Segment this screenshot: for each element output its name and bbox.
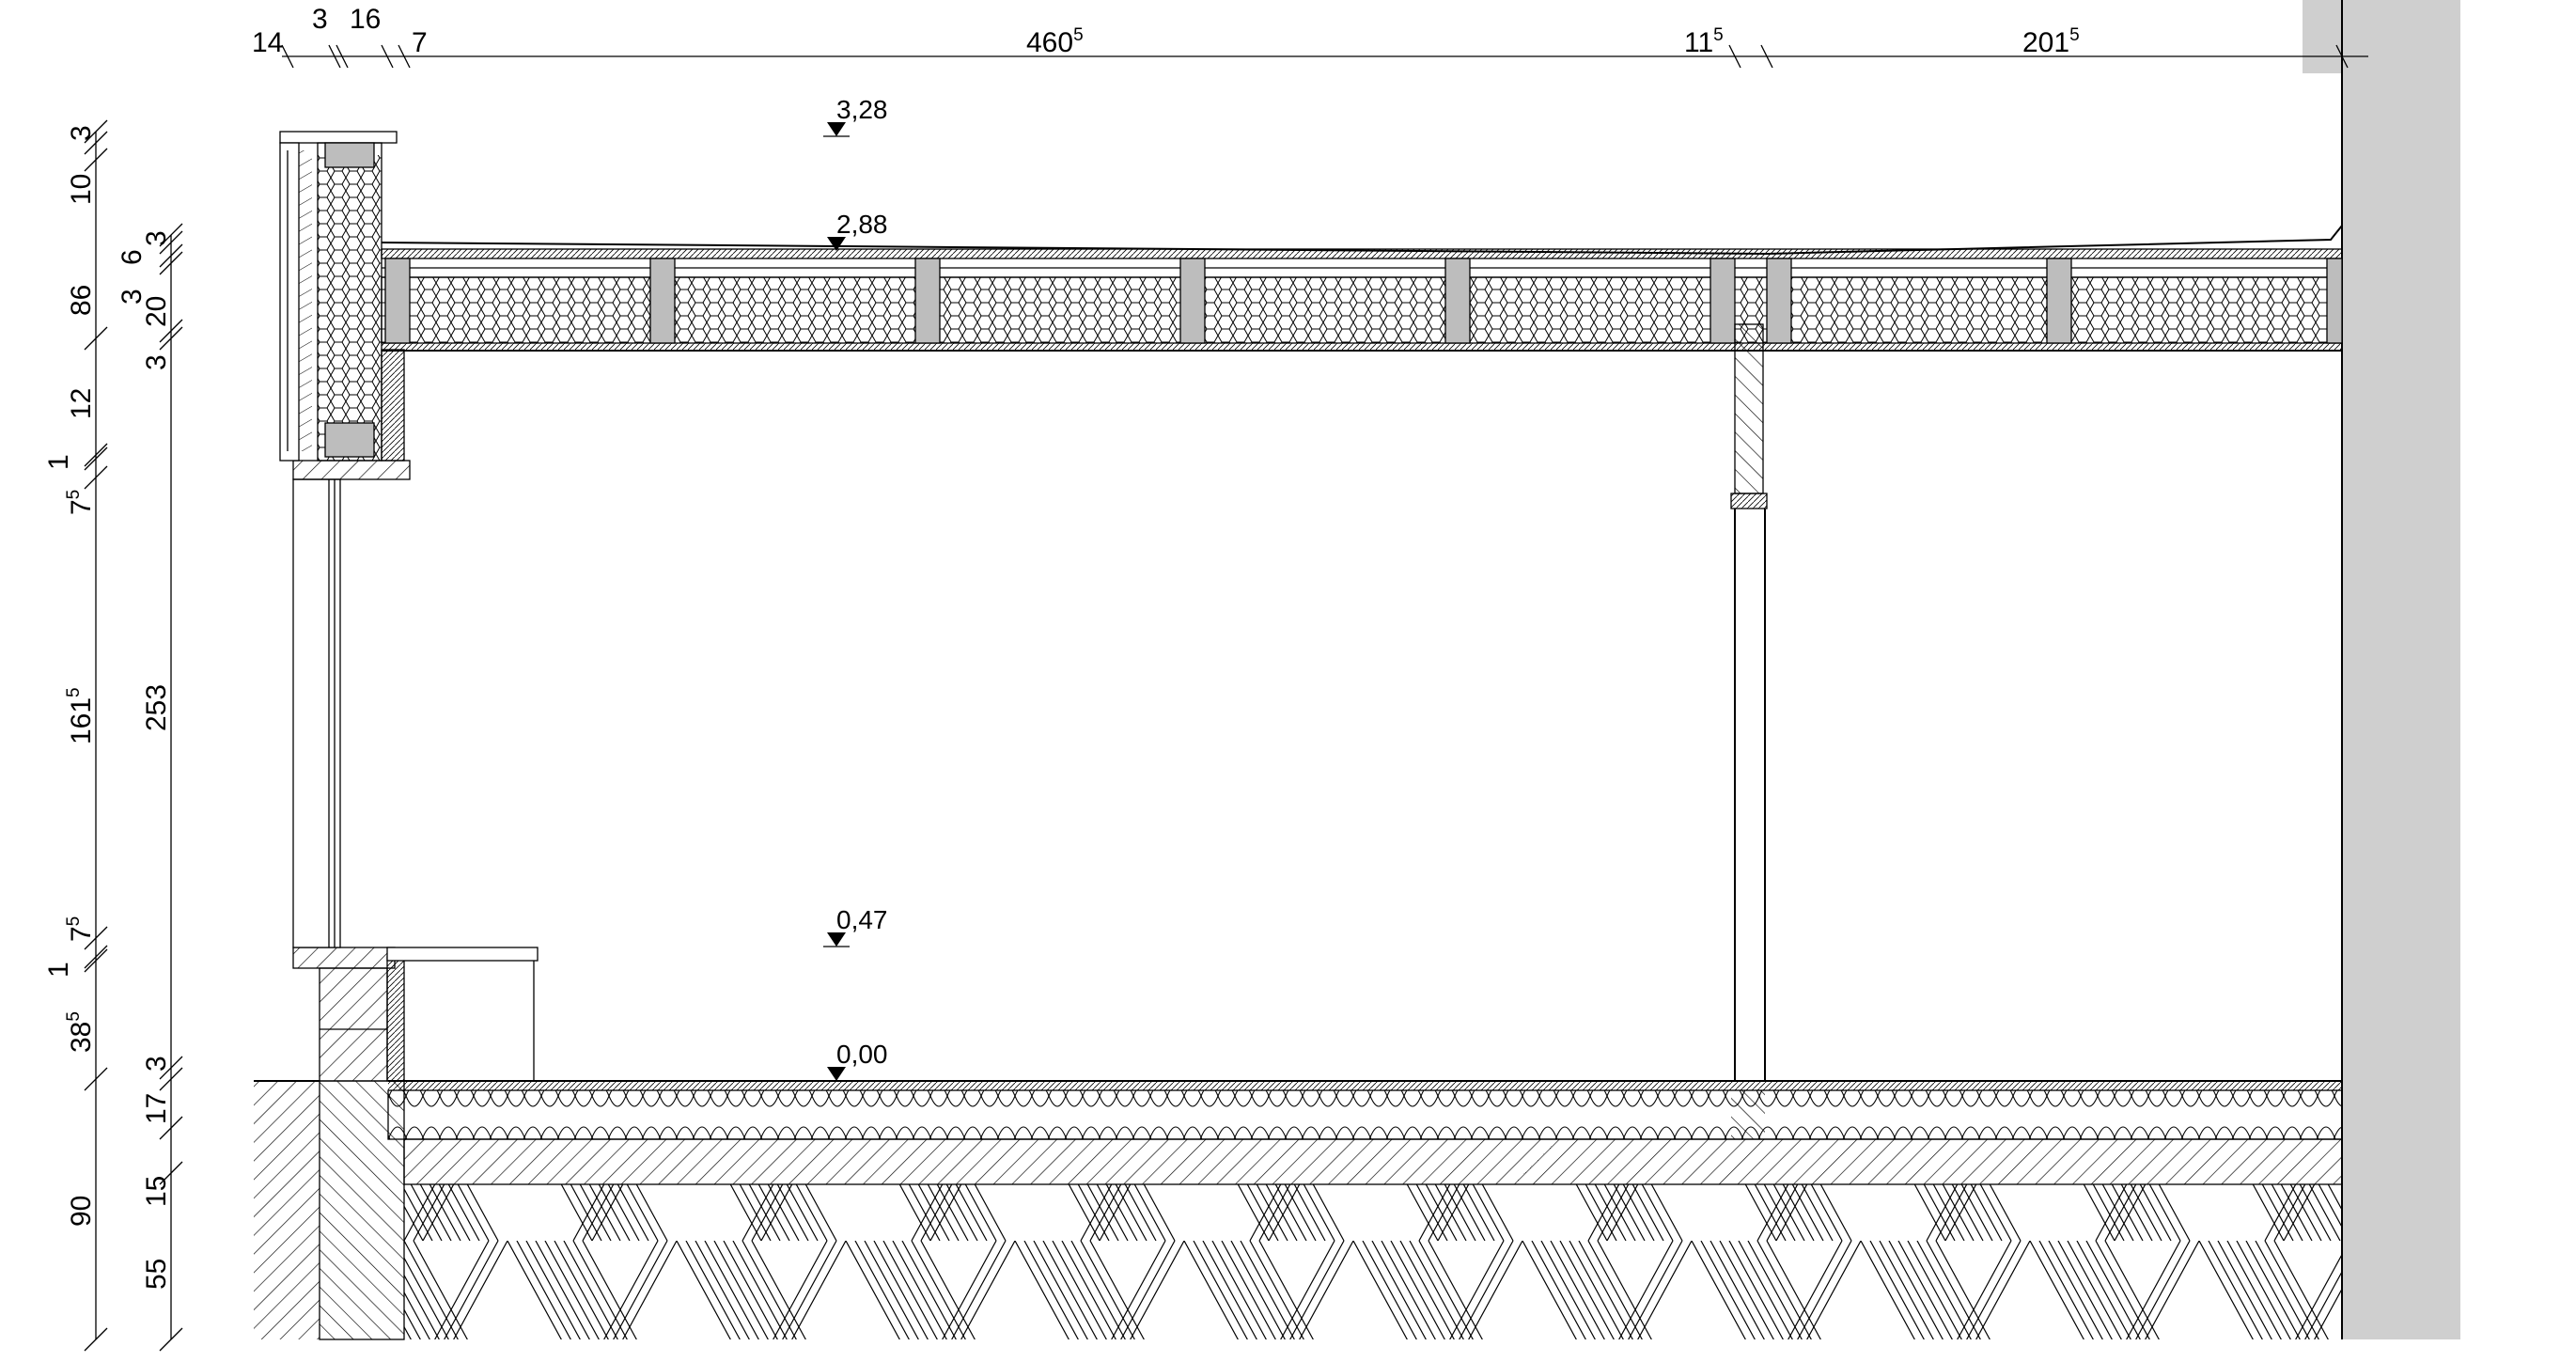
cladding-battens — [299, 150, 312, 451]
left-outer-dim-7: 1615 — [64, 687, 97, 744]
level-marker-2: 2,88 — [827, 210, 888, 251]
level-marker-4: 0,00 — [827, 1040, 888, 1081]
left-inner-dim-1: 3 — [141, 230, 172, 246]
left-outer-dim-11: 90 — [66, 1196, 97, 1227]
level-marker-1: 3,28 — [823, 95, 888, 137]
left-inner-dim-5: 3 — [141, 354, 172, 370]
left-inner-dim-6: 253 — [141, 684, 172, 731]
inner-wall-lining — [382, 350, 404, 461]
left-outer-dim-4: 12 — [66, 388, 97, 419]
level-label-1: 3,28 — [836, 95, 888, 124]
parapet-insulation — [318, 155, 382, 461]
ground-below — [404, 1184, 2342, 1339]
left-outer-dim-3: 86 — [66, 285, 97, 316]
left-inner-dim-9: 15 — [141, 1176, 172, 1207]
adjacent-wall — [2342, 0, 2460, 1339]
left-outer-dim-2: 10 — [66, 174, 97, 205]
roof-rafters — [384, 258, 2343, 344]
top-dim-7: 2015 — [2022, 25, 2080, 58]
ground-soil — [254, 1081, 320, 1339]
ceiling-lining — [382, 343, 2342, 351]
parapet-cap — [280, 132, 397, 143]
left-inner-dim-labels: 3 6 3 20 3 253 3 17 15 55 — [117, 230, 172, 1290]
level-label-3: 0,47 — [836, 905, 888, 934]
lower-wall-insulation — [387, 957, 404, 1081]
left-outer-dim-ticks — [84, 119, 108, 1352]
parapet-cladding — [280, 143, 299, 461]
floor-screed — [388, 1081, 2342, 1090]
parapet-bottom-beam — [325, 423, 374, 457]
post-footing — [1731, 1090, 1765, 1139]
parapet-top-beam — [325, 143, 374, 167]
left-outer-dim-5: 1 — [43, 454, 74, 470]
left-outer-dim-1: 3 — [66, 125, 97, 141]
floor-insulation — [388, 1090, 2342, 1139]
left-outer-dim-6: 75 — [64, 490, 97, 515]
lower-wall-block — [320, 968, 387, 1081]
window-sill-outer — [293, 947, 395, 968]
top-dim-2: 3 — [312, 4, 328, 35]
level-label-4: 0,00 — [836, 1040, 888, 1069]
roof-deck — [382, 249, 2342, 258]
top-dim-5: 4605 — [1026, 25, 1084, 58]
roof-beam — [1735, 324, 1763, 493]
left-inner-dim-7: 3 — [141, 1056, 172, 1072]
roof-membrane — [381, 225, 2343, 256]
interior-sill-board[interactable] — [387, 947, 538, 961]
roof-insulation — [382, 277, 2342, 343]
left-outer-dim-10: 385 — [64, 1011, 97, 1053]
left-inner-dim-10: 55 — [141, 1259, 172, 1290]
top-dim-ticks — [281, 44, 2349, 69]
left-inner-dim-2: 6 — [117, 249, 148, 265]
window-frame[interactable] — [293, 479, 340, 947]
adjacent-wall-upper — [2303, 0, 2342, 73]
top-dim-4: 7 — [412, 27, 428, 58]
top-dim-6: 115 — [1684, 25, 1724, 58]
beam-bracket — [1731, 493, 1767, 509]
foundation-slab — [404, 1139, 2342, 1184]
left-inner-dim-4: 20 — [141, 296, 172, 327]
left-outer-dim-labels: 3 10 86 12 1 75 1615 75 1 385 90 — [43, 125, 97, 1227]
top-dim-3: 16 — [350, 4, 381, 35]
left-outer-dim-9: 1 — [43, 962, 74, 978]
top-dim-1: 14 — [252, 27, 283, 58]
left-outer-dim-8: 75 — [64, 916, 97, 942]
level-marker-3: 0,47 — [823, 905, 888, 947]
window-head — [293, 461, 410, 479]
left-inner-dim-8: 17 — [141, 1093, 172, 1124]
level-label-2: 2,88 — [836, 210, 888, 239]
left-inner-dim-3: 3 — [117, 289, 148, 305]
left-inner-dim-ticks — [159, 223, 183, 1352]
